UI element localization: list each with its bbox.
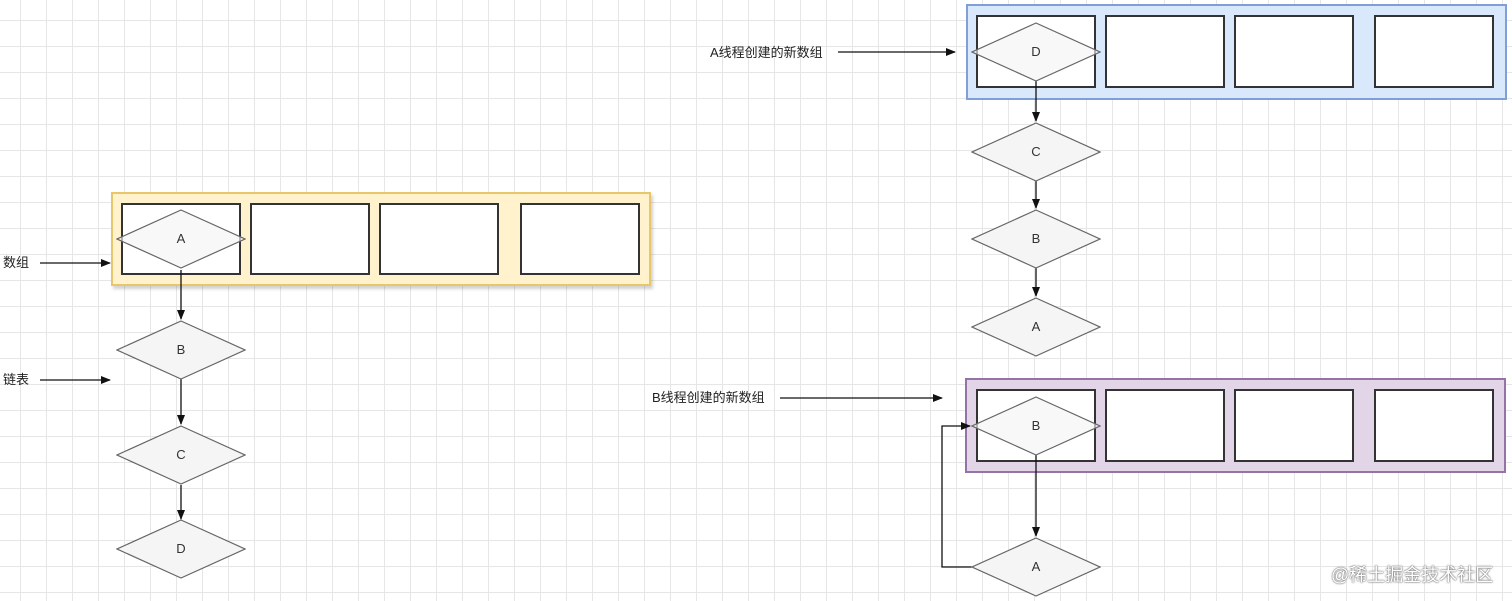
node-label: D (1031, 44, 1041, 59)
node-label: A (1031, 559, 1041, 574)
node-left-b: B (116, 320, 246, 380)
array-cell (1105, 15, 1225, 88)
array-cell (1234, 389, 1354, 462)
node-label: A (1031, 319, 1041, 334)
node-label: C (1031, 144, 1041, 159)
node-label: A (176, 231, 186, 246)
array-cell (1105, 389, 1225, 462)
array-cell (520, 203, 640, 275)
edge-a-b-loop (941, 422, 972, 568)
node-left-a: A (116, 209, 246, 269)
array-cell (379, 203, 499, 275)
thread-b-array-label: B线程创建的新数组 (652, 390, 765, 405)
node-br-a: A (971, 537, 1101, 597)
array-cell (1374, 15, 1494, 88)
node-label: B (1031, 418, 1041, 433)
node-left-c: C (116, 425, 246, 485)
array-label: 数组 (3, 255, 30, 270)
node-tr-d: D (971, 22, 1101, 82)
linked-list-label: 链表 (3, 372, 30, 387)
node-label: C (176, 447, 186, 462)
watermark: @稀土掘金技术社区 (1331, 565, 1494, 585)
node-tr-b: B (971, 209, 1101, 269)
array-cell (1374, 389, 1494, 462)
node-br-b: B (971, 396, 1101, 456)
thread-a-array-label: A线程创建的新数组 (710, 45, 823, 60)
node-label: B (1031, 231, 1041, 246)
array-cell (250, 203, 370, 275)
node-tr-c: C (971, 122, 1101, 182)
node-label: D (176, 541, 186, 556)
node-left-d: D (116, 519, 246, 579)
array-cell (1234, 15, 1354, 88)
node-label: B (176, 342, 186, 357)
node-tr-a: A (971, 297, 1101, 357)
